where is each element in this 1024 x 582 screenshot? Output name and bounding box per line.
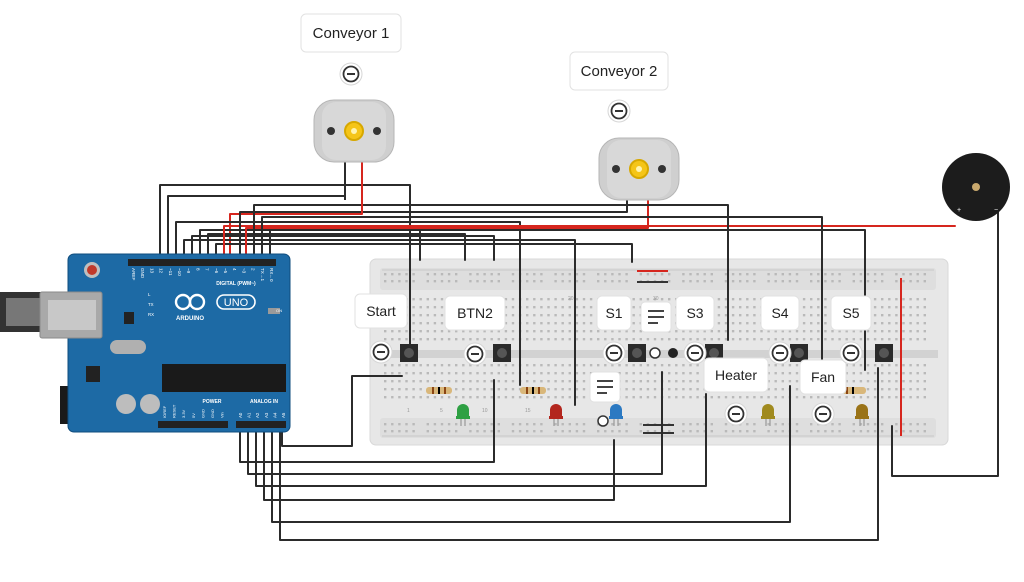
label-s4-text: S4	[771, 305, 788, 321]
motor-conveyor-1[interactable]	[313, 99, 395, 214]
led[interactable]	[549, 404, 563, 426]
bb-col-15: 15	[525, 408, 531, 414]
led[interactable]	[456, 404, 470, 426]
arduino-analog-label: ANALOG IN	[250, 399, 278, 405]
label-s1-text: S1	[605, 305, 622, 321]
arduino-digital-pin-label: AREF	[131, 268, 136, 280]
arduino-led-labels: L TX RX	[148, 292, 154, 317]
arduino-digital-pin-label: 8	[195, 268, 200, 271]
arduino-digital-pin-label: ~5	[223, 268, 228, 274]
arduino-digital-pin-label: 4	[232, 268, 237, 271]
arduino-led-label: L	[148, 292, 151, 297]
arduino-digital-pin-label: ~9	[186, 268, 191, 274]
btn2-collapse-icon[interactable]	[463, 342, 487, 366]
arduino-analog-pin-label: A1	[247, 412, 252, 418]
arduino-digital-pin-label: ~3	[241, 268, 246, 274]
arduino-digital-pin-label: ~6	[214, 268, 219, 274]
arduino-power-pin-label: 5V	[191, 413, 196, 418]
conveyor-1-collapse-icon[interactable]	[339, 62, 363, 86]
label-fan-text: Fan	[811, 369, 835, 385]
arduino-analog-pin-label: A4	[272, 412, 277, 418]
start-collapse-icon[interactable]	[369, 340, 393, 364]
arduino-power-pin-label: GND	[210, 409, 215, 418]
arduino-digital-pin-label: TX→1	[260, 268, 265, 281]
s4-collapse-icon[interactable]	[768, 341, 792, 365]
arduino-led-label: RX	[148, 312, 154, 317]
s5-collapse-icon[interactable]	[839, 341, 863, 365]
arduino-logo	[174, 293, 256, 311]
arduino-power-pin-label: IOREF	[162, 405, 167, 418]
label-start-text: Start	[366, 303, 396, 319]
label-conveyor-1-text: Conveyor 1	[313, 25, 390, 42]
bb-col-5: 5	[440, 408, 443, 414]
arduino-on-label: ON	[276, 308, 282, 313]
heater-collapse-icon[interactable]	[724, 402, 748, 426]
arduino-analog-pin-label: A5	[281, 412, 286, 418]
note-icon[interactable]	[589, 371, 621, 403]
bb-col-20: 20	[568, 296, 574, 302]
arduino-digital-pin-label: RX←0	[269, 268, 274, 282]
label-s5[interactable]: S5	[830, 295, 872, 331]
arduino-digital-pin-label: ~11	[168, 268, 173, 276]
collapse-handles[interactable]	[339, 62, 863, 426]
leds[interactable]	[456, 404, 869, 426]
fan-collapse-icon[interactable]	[811, 402, 835, 426]
arduino-power-pin-label: Vin	[220, 412, 225, 418]
label-s5-text: S5	[842, 305, 859, 321]
bb-col-10: 10	[482, 408, 488, 414]
label-s1[interactable]: S1	[596, 295, 632, 331]
label-conveyor-2-text: Conveyor 2	[581, 63, 658, 80]
arduino-brand-label: ARDUINO	[176, 316, 204, 322]
arduino-analog-pin-label: A3	[264, 412, 269, 418]
buzzer-plus-label: +	[957, 207, 961, 214]
label-start[interactable]: Start	[354, 293, 408, 329]
label-conveyor-2[interactable]: Conveyor 2	[569, 51, 669, 91]
label-btn2-text: BTN2	[457, 305, 493, 321]
conveyor-2-collapse-icon[interactable]	[607, 99, 631, 123]
note-icon[interactable]	[640, 301, 672, 333]
arduino-digital-pin-label: GND	[140, 268, 145, 279]
label-btn2[interactable]: BTN2	[444, 295, 506, 331]
arduino-digital-pin-label: 2	[251, 268, 256, 271]
arduino-digital-pin-label: 13	[149, 268, 154, 274]
arduino-power-pin-label: GND	[200, 409, 205, 418]
arduino-model-label: UNO	[224, 297, 249, 309]
led[interactable]	[609, 404, 623, 426]
arduino-digital-pin-label: 7	[205, 268, 210, 271]
arduino-uno-board[interactable]: UNO ARDUINO DIGITAL (PWM~) POWER ANALOG …	[0, 253, 291, 433]
motor-conveyor-2[interactable]	[598, 137, 680, 201]
jumper-nodes	[597, 347, 678, 427]
resistors[interactable]	[426, 387, 866, 394]
label-heater-text: Heater	[715, 367, 757, 383]
arduino-analog-pin-label: A0	[238, 412, 243, 418]
arduino-power-pin-label: 3.3V	[181, 409, 186, 418]
led[interactable]	[855, 404, 869, 426]
arduino-analog-pin-label: A2	[255, 412, 260, 418]
arduino-digital-pin-label: ~10	[177, 268, 182, 276]
label-s4[interactable]: S4	[760, 295, 800, 331]
s1-collapse-icon[interactable]	[602, 341, 626, 365]
arduino-digital-label: DIGITAL (PWM~)	[216, 281, 256, 287]
label-fan[interactable]: Fan	[799, 359, 847, 395]
buzzer-minus-label: −	[994, 207, 998, 214]
piezo-buzzer[interactable]: + −	[942, 153, 1010, 221]
bb-col-30: 30	[653, 296, 659, 302]
arduino-power-label: POWER	[203, 399, 222, 405]
label-heater[interactable]: Heater	[703, 357, 769, 393]
label-s3[interactable]: S3	[675, 295, 715, 331]
arduino-power-pin-labels: IOREF RESET 3.3V 5V GND GND Vin	[162, 404, 225, 418]
arduino-digital-pin-labels: AREF GND 13 12 ~11 ~10 ~9 8 7 ~6 ~5 4 ~3 2 TX→1 RX←0	[131, 268, 274, 282]
bb-col-1: 1	[407, 408, 410, 414]
label-s3-text: S3	[686, 305, 703, 321]
arduino-digital-pin-label: 12	[159, 268, 164, 274]
led[interactable]	[761, 404, 775, 426]
arduino-power-pin-label: RESET	[172, 404, 177, 418]
label-conveyor-1[interactable]: Conveyor 1	[300, 13, 402, 53]
s3-collapse-icon[interactable]	[683, 341, 707, 365]
arduino-led-label: TX	[148, 302, 154, 307]
wires[interactable]	[159, 167, 999, 541]
